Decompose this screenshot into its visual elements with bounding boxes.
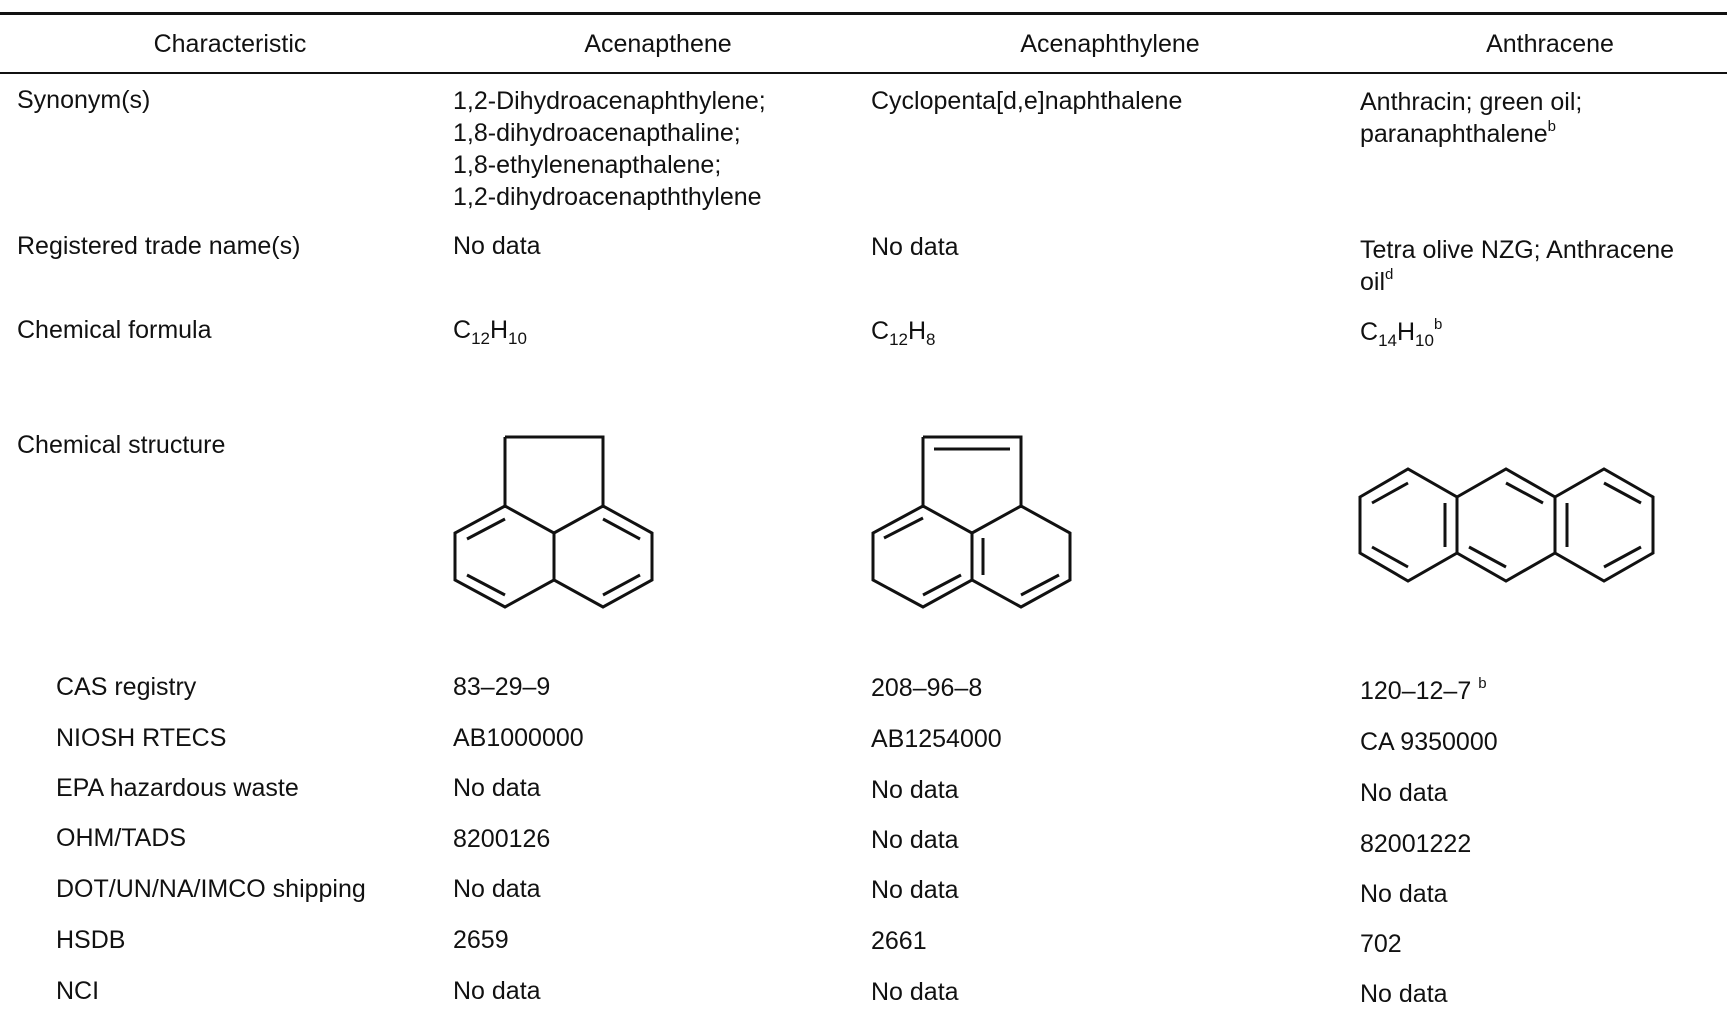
hsdb-acenapthene: 2659 xyxy=(453,926,509,954)
cas-acenapthene: 83–29–9 xyxy=(453,673,551,701)
ohm-acenaphthylene: No data xyxy=(871,826,959,854)
synonym-anthracene-2: paranaphthaleneb xyxy=(1360,118,1557,148)
acenaphthylene-structure xyxy=(868,430,1078,617)
nci-acenaphthylene: No data xyxy=(871,978,959,1006)
synonym-acenapthene-1: 1,2-Dihydroacenaphthylene; xyxy=(453,87,766,115)
row-label-hsdb: HSDB xyxy=(56,926,126,954)
footnote-marker: b xyxy=(1547,118,1557,135)
formula-anthracene: C14H10b xyxy=(1360,316,1443,350)
row-label-ohm-tads: OHM/TADS xyxy=(56,824,187,852)
synonym-anthracene-1: Anthracin; green oil; xyxy=(1360,88,1583,116)
niosh-acenaphthylene: AB1254000 xyxy=(871,725,1002,753)
hsdb-acenaphthylene: 2661 xyxy=(871,927,927,955)
row-label-synonyms: Synonym(s) xyxy=(17,86,151,114)
hsdb-anthracene: 702 xyxy=(1360,930,1402,958)
ohm-acenapthene: 8200126 xyxy=(453,825,551,853)
dot-acenaphthylene: No data xyxy=(871,876,959,904)
cas-anthracene: 120–12–7 b xyxy=(1360,675,1487,705)
nci-acenapthene: No data xyxy=(453,977,541,1005)
epa-acenaphthylene: No data xyxy=(871,776,959,804)
row-label-trade-names: Registered trade name(s) xyxy=(17,232,301,260)
formula-acenapthene: C12H10 xyxy=(453,316,527,348)
synonym-acenapthene-4: 1,2-dihydroacenapththylene xyxy=(453,183,762,211)
cas-acenaphthylene: 208–96–8 xyxy=(871,674,983,702)
niosh-anthracene: CA 9350000 xyxy=(1360,728,1498,756)
synonym-acenapthene-3: 1,8-ethylenenapthalene; xyxy=(453,151,722,179)
row-label-structure: Chemical structure xyxy=(17,431,226,459)
table-header-rule xyxy=(0,72,1727,74)
row-label-niosh: NIOSH RTECS xyxy=(56,724,227,752)
row-label-dot: DOT/UN/NA/IMCO shipping xyxy=(56,875,366,903)
row-label-epa: EPA hazardous waste xyxy=(56,774,299,802)
formula-acenaphthylene: C12H8 xyxy=(871,317,936,349)
synonym-acenaphthylene: Cyclopenta[d,e]naphthalene xyxy=(871,87,1183,115)
header-anthracene: Anthracene xyxy=(1486,30,1614,58)
anthracene-structure xyxy=(1355,455,1660,590)
table-top-rule xyxy=(0,12,1727,15)
ohm-anthracene: 82001222 xyxy=(1360,830,1472,858)
dot-anthracene: No data xyxy=(1360,880,1448,908)
synonym-acenapthene-2: 1,8-dihydroacenapthaline; xyxy=(453,119,741,147)
row-label-formula: Chemical formula xyxy=(17,316,212,344)
trade-acenaphthylene: No data xyxy=(871,233,959,261)
row-label-nci: NCI xyxy=(56,977,100,1005)
dot-acenapthene: No data xyxy=(453,875,541,903)
header-acenapthene: Acenapthene xyxy=(584,30,732,58)
acenaphthene-structure xyxy=(450,430,660,617)
nci-anthracene: No data xyxy=(1360,980,1448,1008)
row-label-cas: CAS registry xyxy=(56,673,197,701)
epa-anthracene: No data xyxy=(1360,779,1448,807)
header-characteristic: Characteristic xyxy=(153,30,307,58)
trade-anthracene-1: Tetra olive NZG; Anthracene xyxy=(1360,236,1675,264)
niosh-acenapthene: AB1000000 xyxy=(453,724,584,752)
footnote-marker: d xyxy=(1385,266,1394,283)
trade-acenapthene: No data xyxy=(453,232,541,260)
trade-anthracene-2: oild xyxy=(1360,266,1394,296)
epa-acenapthene: No data xyxy=(453,774,541,802)
header-acenaphthylene: Acenaphthylene xyxy=(1020,30,1200,58)
